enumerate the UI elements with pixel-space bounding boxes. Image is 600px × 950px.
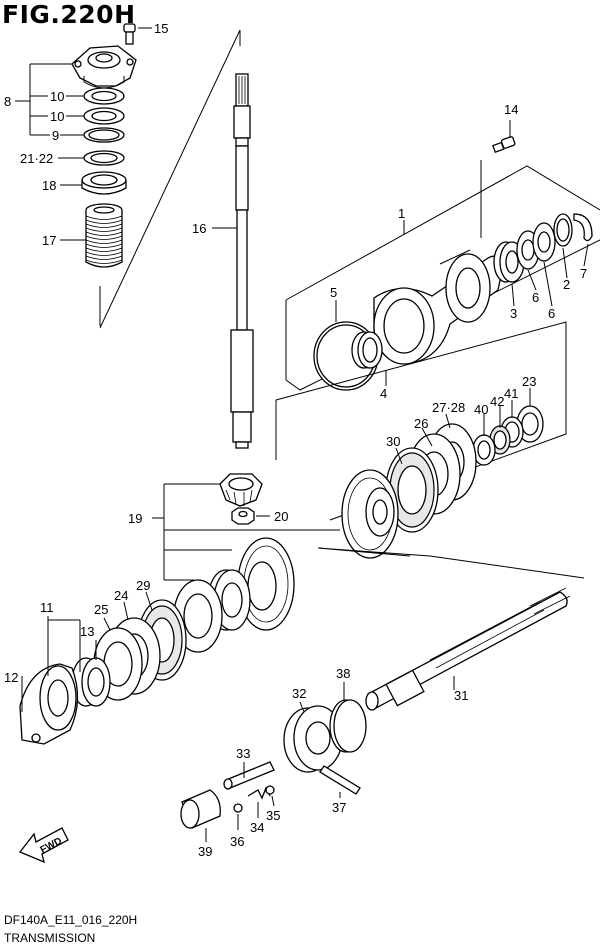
part-ring-2[interactable] — [553, 213, 573, 247]
part-bearing-housing-11[interactable] — [19, 663, 79, 745]
part-shim-21-22[interactable] — [83, 150, 125, 166]
callout-16: 16 — [192, 221, 206, 236]
callout-40: 40 — [474, 402, 488, 417]
callout-31: 31 — [454, 688, 468, 703]
sleeve-rib — [85, 219, 123, 224]
callout-12: 12 — [4, 670, 18, 685]
callout-37: 37 — [332, 800, 346, 815]
sleeve-rib — [85, 247, 123, 252]
drawing-code: DF140A_E11_016_220H — [4, 913, 138, 927]
sleeve-rib — [85, 259, 123, 264]
part-pin-37[interactable] — [319, 765, 361, 795]
part-drive-shaft-16[interactable] — [230, 73, 254, 449]
figure-caption: TRANSMISSION — [4, 931, 96, 945]
callout-3: 3 — [510, 306, 517, 321]
part-sleeve-39[interactable] — [180, 789, 221, 829]
figure-title: FIG.220H — [2, 0, 136, 29]
callout-38: 38 — [336, 666, 350, 681]
callout-15: 15 — [154, 21, 168, 36]
sleeve-rib — [85, 227, 123, 232]
part-reverse-gear[interactable] — [341, 469, 399, 559]
callout-5: 5 — [330, 285, 337, 300]
callout-30: 30 — [386, 434, 400, 449]
callout-6-a: 6 — [532, 290, 539, 305]
part-thrust-bearing-30[interactable] — [385, 447, 439, 533]
callout-10-lower: 10 — [50, 109, 64, 124]
callout-41: 41 — [504, 386, 518, 401]
callout-24: 24 — [114, 588, 128, 603]
part-nut-20[interactable] — [231, 507, 255, 525]
part-ring-9[interactable] — [83, 127, 125, 143]
sleeve-rib — [85, 239, 123, 244]
callout-42: 42 — [490, 394, 504, 409]
part-spring-38[interactable] — [329, 699, 367, 753]
callout-2: 2 — [563, 277, 570, 292]
part-housing-1[interactable] — [373, 249, 502, 365]
part-ball-36[interactable] — [233, 803, 243, 813]
callout-7: 7 — [580, 266, 587, 281]
callout-8: 8 — [4, 94, 11, 109]
callout-36: 36 — [230, 834, 244, 849]
part-bearing-18[interactable] — [81, 171, 127, 195]
callout-25: 25 — [94, 602, 108, 617]
callout-6-b: 6 — [548, 306, 555, 321]
part-bolt-14[interactable] — [492, 136, 516, 154]
part-snap-ring-7[interactable] — [573, 213, 593, 242]
callout-11: 11 — [40, 600, 54, 615]
callout-10-upper: 10 — [50, 89, 64, 104]
callout-9: 9 — [52, 128, 59, 143]
callout-27-28: 27·28 — [432, 400, 465, 415]
sleeve-rib — [85, 255, 123, 260]
callout-33: 33 — [236, 746, 250, 761]
callout-4: 4 — [380, 386, 387, 401]
sleeve-rib — [85, 215, 123, 220]
callout-20: 20 — [274, 509, 288, 524]
part-propeller-shaft-31[interactable] — [365, 587, 571, 711]
callout-1: 1 — [398, 206, 405, 221]
part-bolt-15[interactable] — [123, 23, 136, 45]
callout-23: 23 — [522, 374, 536, 389]
part-needle-bearing-13[interactable] — [71, 657, 111, 707]
callout-13: 13 — [80, 624, 94, 639]
fwd-arrow-icon — [18, 827, 69, 864]
sleeve-rib — [85, 243, 123, 248]
callout-21-22: 21·22 — [20, 151, 53, 166]
callout-19: 19 — [128, 511, 142, 526]
part-bearing-10-upper[interactable] — [83, 87, 125, 105]
part-needle-bearing-4[interactable] — [351, 331, 383, 369]
callout-39: 39 — [198, 844, 212, 859]
callout-14: 14 — [504, 102, 518, 117]
callout-29: 29 — [136, 578, 150, 593]
sleeve-rib — [85, 235, 123, 240]
part-oil-seal-6-b[interactable] — [532, 222, 556, 262]
sleeve-rib — [85, 231, 123, 236]
part-pinion-gear[interactable] — [219, 473, 263, 507]
part-sleeve-17[interactable] — [85, 203, 123, 268]
callout-26: 26 — [414, 416, 428, 431]
callout-17: 17 — [42, 233, 56, 248]
callout-18: 18 — [42, 178, 56, 193]
part-bearing-10-lower[interactable] — [83, 107, 125, 125]
sleeve-rib — [85, 251, 123, 256]
sleeve-rib — [85, 223, 123, 228]
callout-32: 32 — [292, 686, 306, 701]
part-bearing-housing-8[interactable] — [71, 45, 137, 89]
callout-34: 34 — [250, 820, 264, 835]
part-ball-35[interactable] — [265, 785, 275, 795]
part-plunger-33[interactable] — [223, 761, 275, 790]
callout-35: 35 — [266, 808, 280, 823]
part-washer-40[interactable] — [472, 434, 496, 466]
